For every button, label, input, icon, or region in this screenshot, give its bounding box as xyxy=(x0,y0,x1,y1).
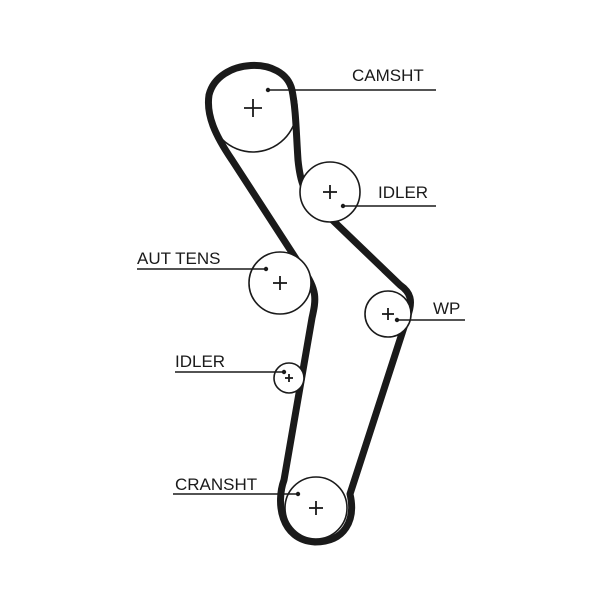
idler-lower-leader-dot xyxy=(281,369,287,375)
camshaft-label: CAMSHT xyxy=(352,66,424,85)
crankshaft-leader-dot xyxy=(295,491,301,497)
water-pump-callout: WP xyxy=(394,299,465,323)
auto-tensioner-pulley xyxy=(248,251,312,315)
idler-lower-callout: IDLER xyxy=(175,352,287,375)
crankshaft-pulley xyxy=(284,476,348,540)
idler-upper-callout: IDLER xyxy=(340,183,436,209)
camshaft-leader-dot xyxy=(265,87,271,93)
idler-upper-leader-dot xyxy=(340,203,346,209)
idler-lower-label: IDLER xyxy=(175,352,225,371)
idler-lower-pulley xyxy=(273,362,305,394)
idler-upper-label: IDLER xyxy=(378,183,428,202)
camshaft-pulley xyxy=(208,63,298,153)
camshaft-callout: CAMSHT xyxy=(265,66,436,93)
crankshaft-callout: CRANSHT xyxy=(173,475,301,497)
crankshaft-label: CRANSHT xyxy=(175,475,257,494)
auto-tensioner-leader-dot xyxy=(263,266,269,272)
water-pump-label: WP xyxy=(433,299,460,318)
crankshaft-circle xyxy=(284,476,348,540)
water-pump-pulley xyxy=(364,290,412,338)
water-pump-leader-dot xyxy=(394,317,400,323)
camshaft-pulley-circle xyxy=(208,63,298,153)
auto-tensioner-label: AUT TENS xyxy=(137,249,220,268)
auto-tensioner-callout: AUT TENS xyxy=(137,249,269,272)
idler-upper-pulley xyxy=(299,161,361,223)
